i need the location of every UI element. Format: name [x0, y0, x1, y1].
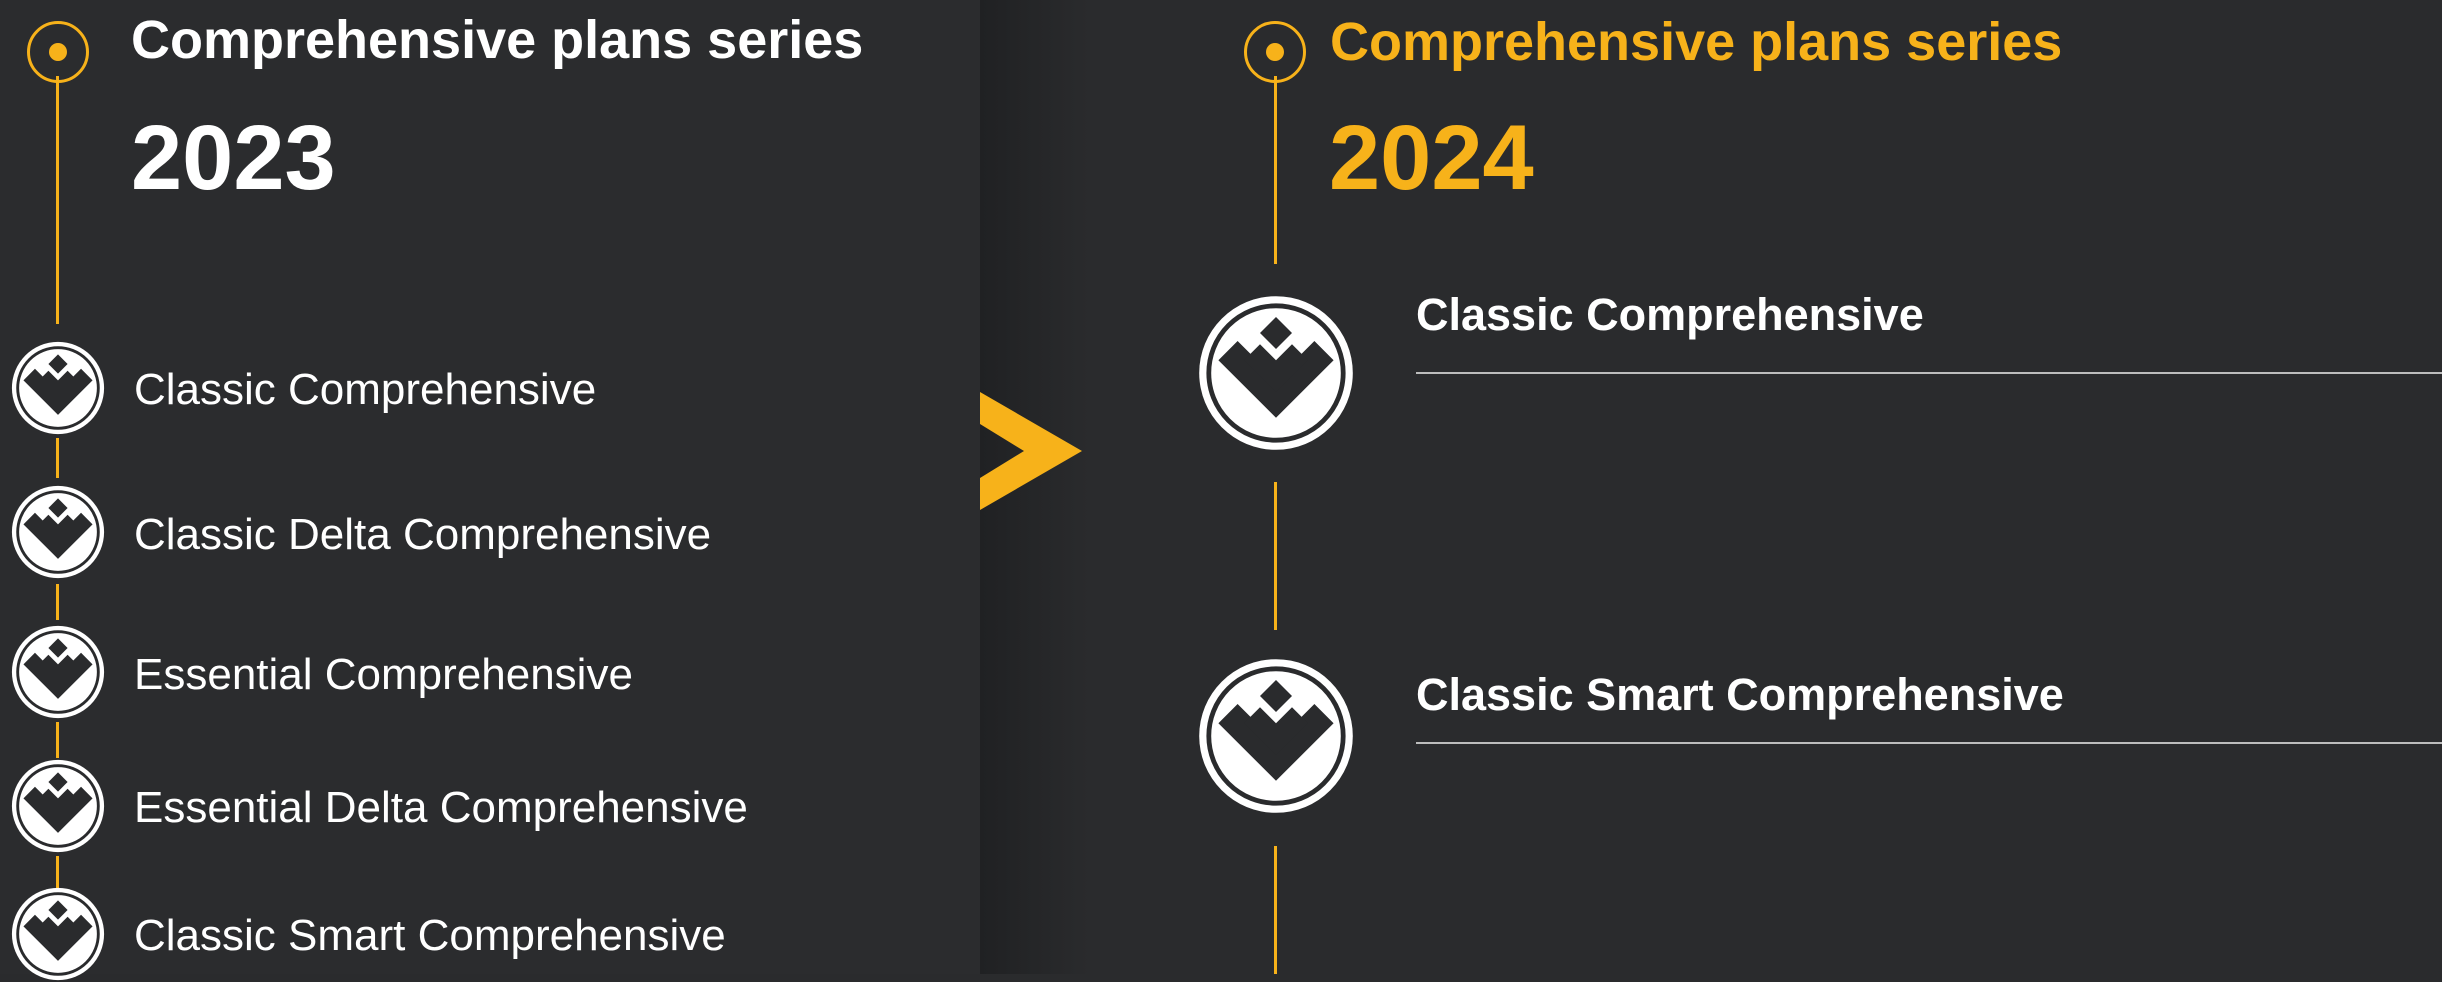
plan-label: Essential Comprehensive: [134, 650, 633, 699]
plan-label: Classic Smart Comprehensive: [1416, 669, 2064, 720]
plan-logo-icon: [10, 624, 106, 720]
plan-logo-icon: [10, 886, 106, 982]
plan-logo-icon: [1196, 293, 1356, 453]
timeline-line-2023: [56, 722, 59, 758]
timeline-line-2024: [1274, 846, 1277, 974]
timeline-start-icon: [27, 21, 89, 83]
series-title-2023: Comprehensive plans series: [131, 10, 864, 70]
item-underline: [1416, 742, 2442, 744]
plan-label: Classic Smart Comprehensive: [134, 911, 726, 960]
year-2024: 2024: [1329, 107, 1534, 209]
timeline-line-2024: [1274, 482, 1277, 630]
plan-label: Classic Delta Comprehensive: [134, 510, 712, 559]
arrow-right-icon: [980, 392, 1082, 510]
plan-logo-icon: [1196, 656, 1356, 816]
timeline-start-icon: [1244, 21, 1306, 83]
plan-logo-icon: [10, 340, 106, 436]
timeline-line-2023: [56, 438, 59, 478]
timeline-line-2023: [56, 76, 59, 324]
plan-logo-icon: [10, 758, 106, 854]
plan-label: Classic Comprehensive: [134, 365, 597, 414]
timeline-line-2023: [56, 856, 59, 892]
plan-label: Classic Comprehensive: [1416, 289, 1924, 340]
series-title-2024: Comprehensive plans series: [1330, 12, 2063, 72]
plan-label: Essential Delta Comprehensive: [134, 783, 748, 832]
year-2023: 2023: [131, 107, 336, 209]
timeline-line-2023: [56, 584, 59, 620]
timeline-line-2024: [1274, 76, 1277, 264]
panel-2023: [0, 0, 980, 974]
plan-logo-icon: [10, 484, 106, 580]
item-underline: [1416, 372, 2442, 374]
